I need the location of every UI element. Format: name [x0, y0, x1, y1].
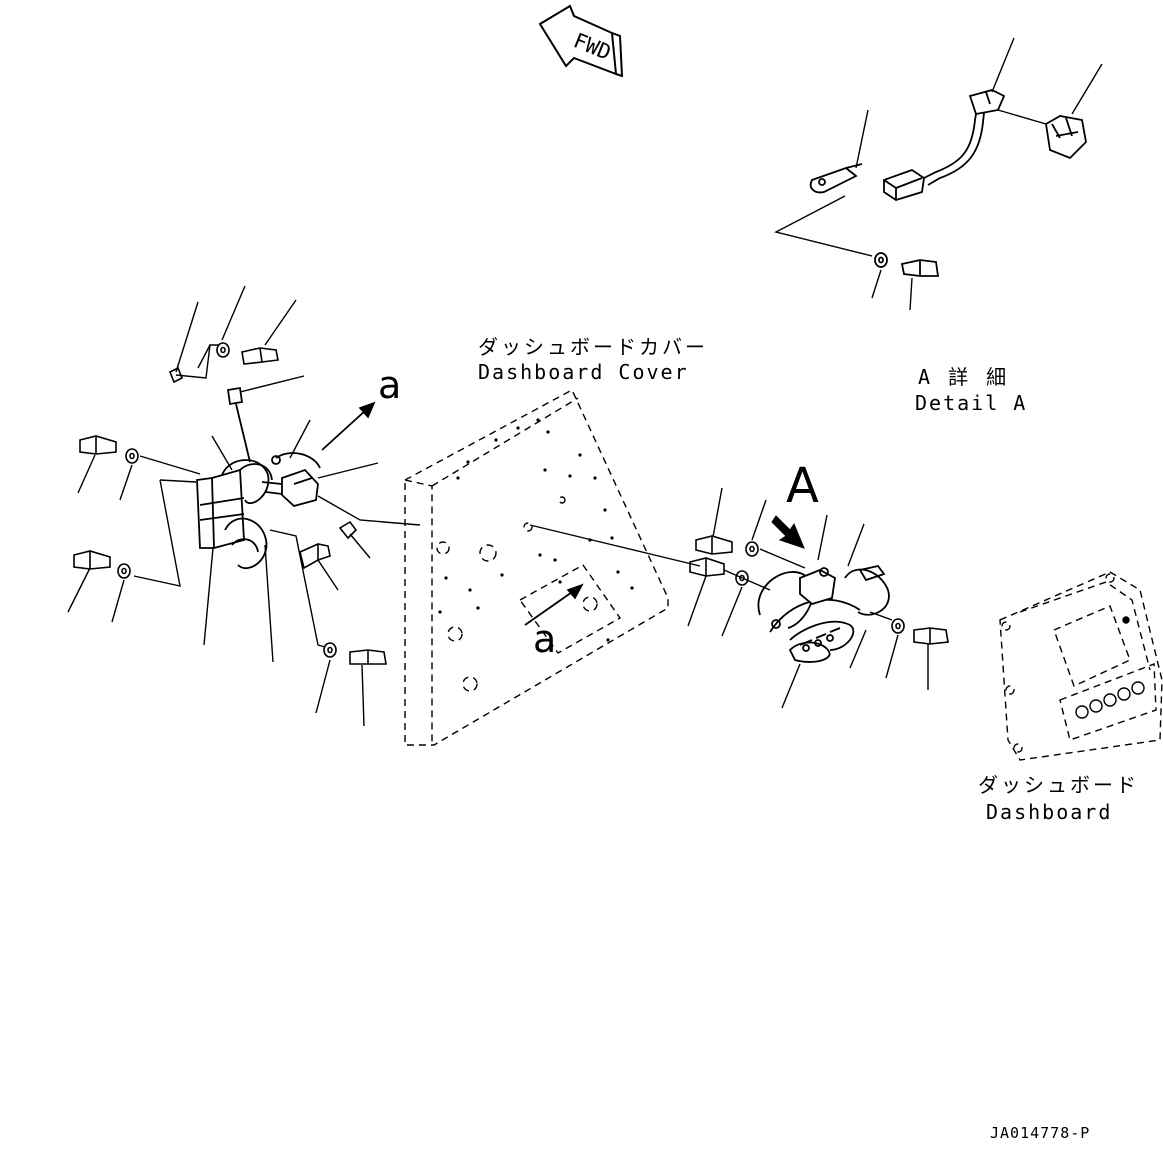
- callout-a-outer: a: [378, 363, 402, 407]
- dashboard-cover-panel: [405, 390, 668, 745]
- dashboard-unit: [1000, 572, 1162, 760]
- dashboard-label-en: Dashboard: [986, 800, 1113, 824]
- fasteners-right: [690, 536, 948, 644]
- dashboard-label-jp: ダッシュボード: [978, 773, 1139, 797]
- dashboard-cover-label-en: Dashboard Cover: [478, 360, 689, 384]
- dashboard-buttons: [1076, 617, 1144, 718]
- arrow-A: [772, 516, 804, 548]
- detail-a-label-en: Detail A: [915, 391, 1028, 415]
- fwd-arrow: FWD: [540, 6, 622, 76]
- dashboard-cover-label-jp: ダッシュボードカバー: [478, 335, 708, 359]
- arrow-a-outer: [322, 403, 374, 450]
- leader-lines-left: [68, 286, 420, 726]
- arrow-a-inner: [525, 585, 582, 625]
- left-switch-assembly: [197, 388, 320, 568]
- drawing-code: JA014778-P: [990, 1124, 1091, 1142]
- callout-A: A: [786, 458, 819, 514]
- panel-holes: [438, 418, 634, 642]
- detail-a-label-jp: A 詳 細: [918, 365, 1010, 389]
- detail-a-drawing: [811, 90, 1086, 276]
- leader-lines-right: [530, 488, 928, 708]
- callout-a-inner: a: [533, 617, 557, 661]
- right-switch-assembly: [758, 566, 889, 662]
- detail-a-leaders: [776, 38, 1102, 310]
- fasteners-left: [74, 343, 386, 664]
